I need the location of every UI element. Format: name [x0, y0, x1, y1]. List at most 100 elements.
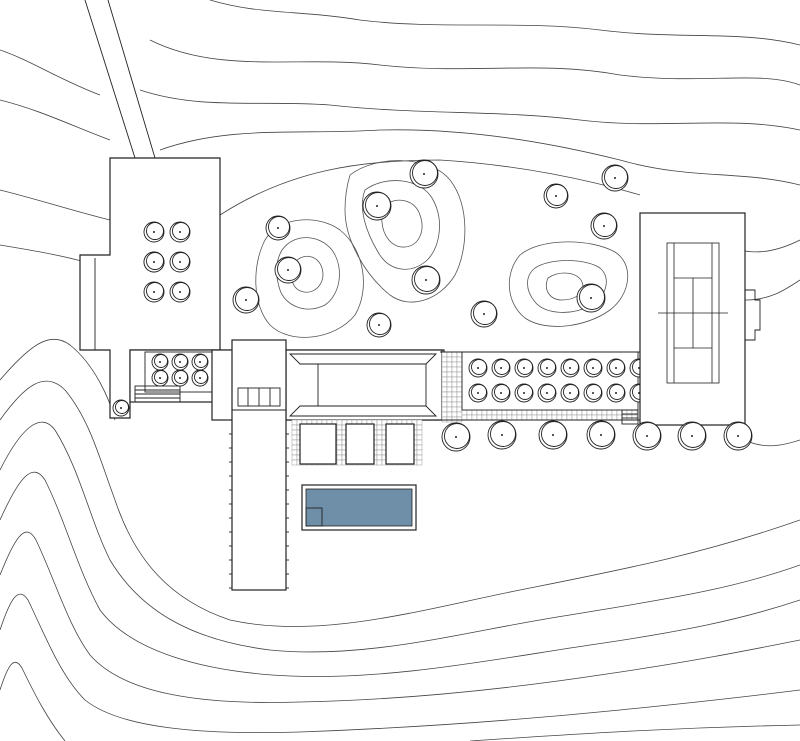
- tree-trunk: [159, 361, 161, 363]
- tennis-court: [639, 212, 761, 426]
- paving-tile: [376, 449, 383, 456]
- tree-trunk: [646, 435, 648, 437]
- tree-canopy: [540, 384, 556, 400]
- paving-tile: [446, 376, 453, 383]
- paving-tile: [441, 371, 448, 378]
- tree-trunk: [179, 231, 181, 233]
- tree-canopy: [194, 354, 208, 368]
- tree-trunk: [423, 173, 425, 175]
- tree-canopy: [471, 384, 487, 400]
- tree-canopy: [563, 384, 579, 400]
- paving-tile: [521, 414, 528, 421]
- tree-canopy: [609, 359, 625, 375]
- paving-tile: [511, 414, 518, 421]
- paving-tile: [621, 414, 628, 421]
- paving-tile: [611, 414, 618, 421]
- paving-tile: [601, 409, 608, 416]
- paving-tile: [506, 409, 513, 416]
- paving-tile: [466, 409, 473, 416]
- paving-tile: [416, 419, 423, 426]
- tree-canopy: [490, 421, 516, 447]
- tree-canopy: [586, 359, 602, 375]
- paving-tile: [291, 419, 298, 426]
- paving-tile: [541, 409, 548, 416]
- paving-tile: [291, 449, 298, 456]
- tree-trunk: [179, 291, 181, 293]
- landscape-mounds: [255, 160, 629, 338]
- pier-ticks: [229, 419, 289, 589]
- paving-tile: [471, 414, 478, 421]
- paving-tile: [446, 351, 453, 358]
- paving-tile: [561, 414, 568, 421]
- paving-tile: [336, 424, 343, 431]
- tree-trunk: [455, 436, 457, 438]
- tree-canopy: [540, 359, 556, 375]
- paving-tile: [291, 459, 298, 466]
- tree-trunk: [615, 367, 617, 369]
- tree-trunk: [153, 261, 155, 263]
- paving-tile: [456, 361, 463, 368]
- paving-tile: [456, 416, 463, 423]
- paving-tile: [336, 449, 343, 456]
- paving-tile: [416, 459, 423, 466]
- paving-tile: [441, 401, 448, 408]
- tree-trunk: [552, 434, 554, 436]
- paving-tile: [451, 406, 458, 413]
- paving-tile: [446, 401, 453, 408]
- paving-tile: [531, 414, 538, 421]
- paving-tile: [416, 449, 423, 456]
- court-steps: [621, 409, 639, 425]
- tree-trunk: [737, 435, 739, 437]
- swimming-pool: [301, 484, 417, 531]
- paving-tile: [456, 371, 463, 378]
- orchard-platform: [440, 351, 640, 421]
- paving-tile: [456, 381, 463, 388]
- tree-canopy: [414, 266, 440, 292]
- tree-canopy: [412, 160, 438, 186]
- tree-canopy: [172, 222, 190, 240]
- tree-trunk: [287, 269, 289, 271]
- paving-tile: [601, 414, 608, 421]
- tree-canopy: [146, 222, 164, 240]
- paving-tile: [491, 409, 498, 416]
- paving-tile: [376, 434, 383, 441]
- paving-tile: [551, 414, 558, 421]
- paving-tile: [571, 409, 578, 416]
- tree-canopy: [579, 284, 605, 310]
- tree-canopy: [473, 301, 497, 325]
- paving-tile: [441, 376, 448, 383]
- tree-canopy: [589, 421, 615, 447]
- paving-tile: [336, 429, 343, 436]
- paving-tile: [486, 414, 493, 421]
- paving-tile: [336, 434, 343, 441]
- tree-trunk: [615, 392, 617, 394]
- tree-trunk: [425, 279, 427, 281]
- paving-tile: [566, 414, 573, 421]
- tree-trunk: [501, 434, 503, 436]
- terrace-pads: [299, 423, 415, 465]
- paving-tile: [631, 414, 638, 421]
- tree-canopy: [268, 216, 290, 238]
- tree-canopy: [609, 384, 625, 400]
- paving-tile: [336, 439, 343, 446]
- paving-tile: [461, 409, 468, 416]
- tree-trunk: [199, 377, 201, 379]
- tree-trunk: [153, 231, 155, 233]
- tree-trunk: [500, 392, 502, 394]
- paving-tile: [576, 409, 583, 416]
- paving-tile: [456, 401, 463, 408]
- paving-tile: [416, 434, 423, 441]
- paving-tile: [556, 414, 563, 421]
- tree-trunk: [555, 195, 557, 197]
- paving-tile: [336, 419, 343, 426]
- tree-canopy: [494, 359, 510, 375]
- paving-tile: [291, 429, 298, 436]
- paving-tile: [456, 366, 463, 373]
- paving-tile: [476, 414, 483, 421]
- paving-tile: [446, 396, 453, 403]
- paving-tile: [451, 361, 458, 368]
- tree-canopy: [444, 423, 470, 449]
- contours-south: [0, 338, 800, 741]
- paving-tile: [501, 414, 508, 421]
- tree-canopy: [680, 422, 706, 448]
